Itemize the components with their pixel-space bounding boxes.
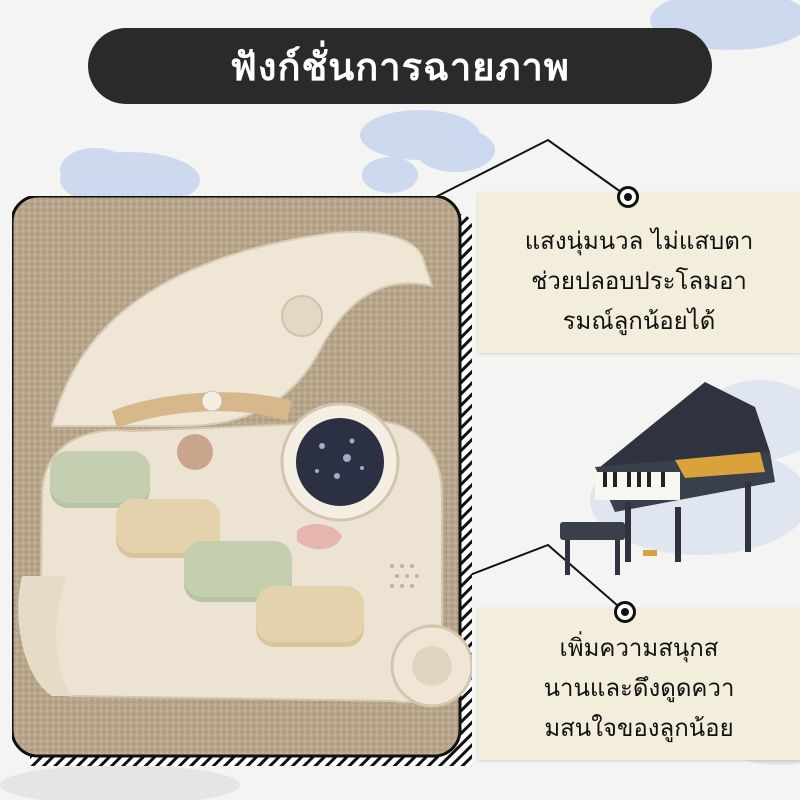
callout-1-line-3: รมณ์ลูกน้อยได้ [562,307,716,335]
callout-note-1: แสงนุ่มนวล ไม่แสบตา ช่วยปลอบประโลมอา รมณ… [478,193,800,353]
callout-marker-icon [617,186,639,208]
callout-1-line-2: ช่วยปลอบประโลมอา [531,267,747,295]
product-photo [10,194,474,774]
callout-1-line-1: แสงนุ่มนวล ไม่แสบตา [524,227,754,255]
callout-2-line-3: มสนใจของลูกน้อย [544,714,734,742]
page-title: ฟังก์ชั่นการฉายภาพ [88,28,712,104]
projector-toy-photo [10,194,474,766]
callout-marker-icon [614,601,636,623]
callout-2-line-2: นานและดึงดูดควา [543,674,735,702]
callout-2-line-1: เพิ่มความสนุกส [559,634,719,662]
grand-piano-illustration [560,382,775,575]
callout-note-2: เพิ่มความสนุกส นานและดึงดูดควา มสนใจของล… [478,608,800,760]
